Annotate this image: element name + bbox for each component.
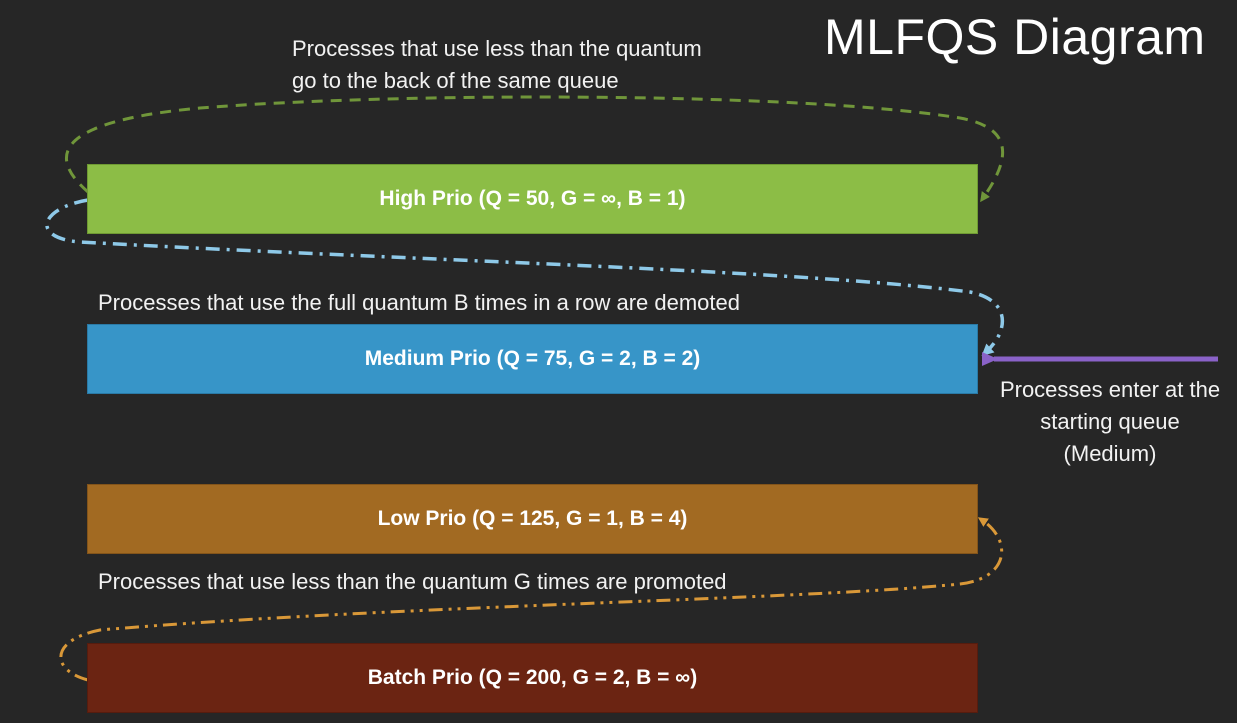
queue-low-label: Low Prio (Q = 125, G = 1, B = 4) bbox=[377, 507, 688, 530]
enter-note-line-3: (Medium) bbox=[1063, 441, 1157, 466]
queue-batch-label: Batch Prio (Q = 200, G = 2, B = ∞) bbox=[367, 666, 698, 689]
demoted-note: Processes that use the full quantum B ti… bbox=[98, 290, 740, 315]
same-queue-note-line-1: Processes that use less than the quantum bbox=[292, 36, 702, 61]
same-queue-note-line-2: go to the back of the same queue bbox=[292, 68, 619, 93]
enter-note-line-2: starting queue bbox=[1040, 409, 1180, 434]
queue-low: Low Prio (Q = 125, G = 1, B = 4) bbox=[87, 484, 978, 554]
demote-arrow bbox=[45, 198, 1005, 357]
same-queue-arrow bbox=[65, 95, 1005, 203]
enter-note: Processes enter at the starting queue (M… bbox=[984, 374, 1236, 470]
queue-high-label: High Prio (Q = 50, G = ∞, B = 1) bbox=[379, 187, 686, 210]
queue-high: High Prio (Q = 50, G = ∞, B = 1) bbox=[87, 164, 978, 234]
queue-medium-label: Medium Prio (Q = 75, G = 2, B = 2) bbox=[364, 347, 701, 370]
diagram-title: MLFQS Diagram bbox=[824, 9, 1206, 65]
enter-note-line-1: Processes enter at the bbox=[999, 377, 1221, 402]
same-queue-note: Processes that use less than the quantum… bbox=[292, 33, 702, 97]
promoted-note: Processes that use less than the quantum… bbox=[98, 569, 727, 594]
queue-medium: Medium Prio (Q = 75, G = 2, B = 2) bbox=[87, 324, 978, 394]
queue-batch: Batch Prio (Q = 200, G = 2, B = ∞) bbox=[87, 643, 978, 713]
